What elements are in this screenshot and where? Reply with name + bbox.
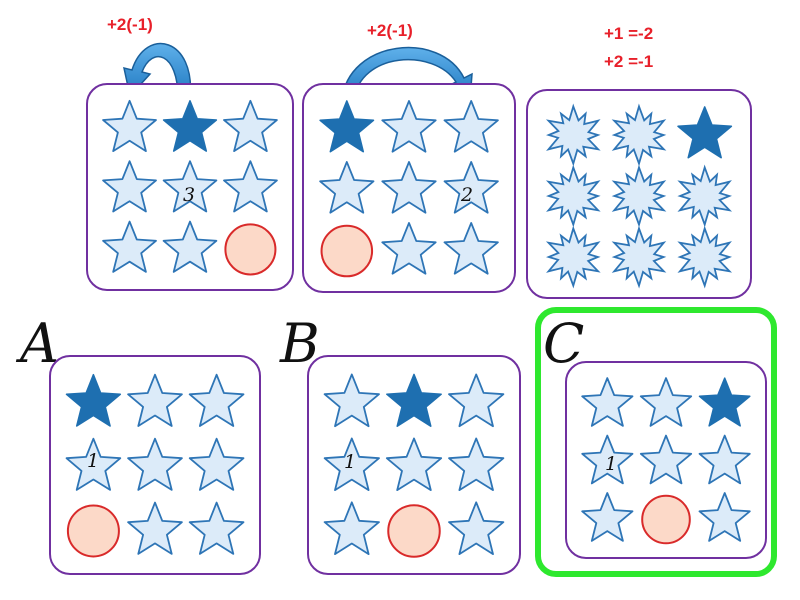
star-icon — [385, 437, 443, 491]
star-number-2: 2 — [460, 184, 473, 206]
star-icon — [127, 437, 183, 491]
star-number-1: 1 — [344, 451, 356, 473]
dark-star-icon — [162, 100, 218, 152]
star-icon — [639, 434, 693, 485]
star-icon — [443, 100, 499, 153]
star-icon — [581, 492, 634, 542]
star-icon — [323, 373, 380, 428]
circle-token-icon — [224, 223, 277, 276]
star-icon — [102, 99, 157, 152]
panel-p3 — [526, 89, 752, 299]
star-icon — [188, 437, 245, 491]
star-icon — [102, 160, 157, 213]
circle-token-icon — [66, 504, 120, 558]
star-icon — [162, 220, 218, 273]
circle-token-icon — [641, 494, 691, 545]
star-icon — [323, 501, 380, 555]
curved-arrow-icon — [123, 42, 192, 99]
panel-b[interactable] — [307, 355, 521, 575]
star-icon — [448, 373, 505, 428]
selected-answer-frame — [535, 307, 777, 577]
starburst-icon — [611, 225, 667, 289]
starburst-icon — [677, 225, 733, 289]
star-icon — [381, 222, 437, 275]
star-icon — [581, 434, 634, 485]
starburst-icon — [677, 164, 733, 228]
star-icon — [381, 100, 437, 153]
star-icon — [102, 220, 157, 273]
star-icon — [381, 161, 437, 214]
dark-star-icon — [677, 106, 733, 159]
star-icon — [319, 161, 375, 214]
star-icon — [448, 501, 505, 555]
dark-star-icon — [386, 373, 442, 427]
star-icon — [127, 373, 183, 427]
panel-p1 — [86, 83, 294, 291]
circle-token-icon — [387, 504, 441, 558]
star-icon — [188, 501, 245, 555]
star-icon — [323, 437, 380, 491]
dark-star-icon — [319, 100, 375, 153]
starburst-icon — [545, 103, 601, 167]
star-icon — [639, 377, 693, 427]
star-icon — [223, 160, 278, 213]
star-icon — [443, 161, 499, 214]
star-icon — [698, 492, 751, 542]
starburst-icon — [611, 103, 667, 167]
rule-line-2: +2 =-1 — [604, 52, 653, 71]
dark-star-icon — [698, 377, 751, 427]
move-rule-label-2: +2(-1) — [367, 21, 413, 40]
star-icon — [223, 99, 278, 152]
starburst-icon — [611, 164, 667, 228]
star-number-1: 1 — [605, 453, 617, 475]
star-icon — [443, 222, 499, 275]
option-label-a: A — [15, 312, 59, 375]
starburst-icon — [545, 225, 601, 289]
star-icon — [188, 373, 245, 427]
star-number-1: 1 — [87, 450, 99, 472]
star-icon — [448, 437, 505, 491]
rule-line-1: +1 =-2 — [604, 24, 653, 43]
star-icon — [65, 437, 122, 491]
star-icon — [162, 160, 218, 213]
circle-token-icon — [320, 224, 374, 278]
star-icon — [698, 434, 751, 485]
panel-a[interactable] — [49, 355, 261, 575]
star-number-3: 3 — [183, 184, 195, 206]
dark-star-icon — [65, 373, 122, 427]
move-rule-label-1: +2(-1) — [107, 15, 153, 34]
star-icon — [127, 501, 183, 555]
panel-p2 — [302, 83, 516, 293]
starburst-icon — [545, 164, 601, 228]
star-icon — [581, 377, 634, 427]
panel-c[interactable] — [565, 361, 767, 559]
